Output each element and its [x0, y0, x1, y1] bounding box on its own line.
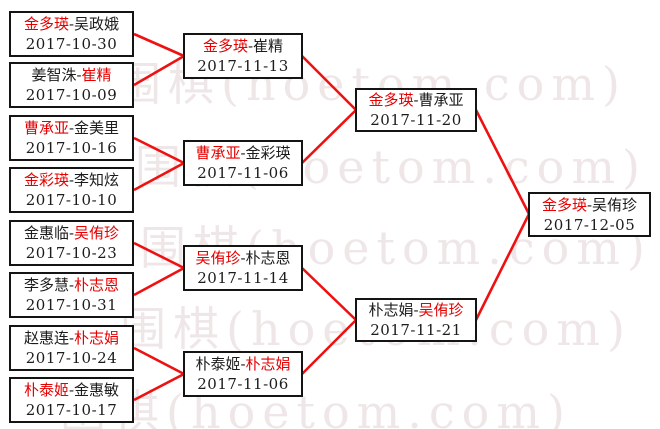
match-box-round1-1: 金多瑛-吴政娥 2017-10-30 [9, 11, 134, 57]
name-separator: - [247, 37, 254, 55]
match-players: 朴泰姬-朴志娟 [195, 354, 290, 374]
match-date: 2017-11-20 [370, 111, 462, 129]
match-date: 2017-11-14 [197, 269, 289, 287]
match-box-round2-2: 曹承亚-金彩瑛 2017-11-06 [183, 140, 303, 186]
name-separator: - [413, 91, 419, 109]
match-date: 2017-11-06 [197, 375, 289, 393]
match-players: 姜智洙-崔精 [31, 65, 111, 85]
name-separator: - [240, 355, 246, 373]
player-name: 朴志恩 [245, 249, 291, 267]
match-players: 金彩瑛-李知炫 [24, 170, 119, 190]
player-name: 朴志娟 [368, 301, 414, 319]
match-players: 金惠临-吴侑珍 [24, 223, 119, 243]
match-box-semifinal-2: 朴志娟-吴侑珍 2017-11-21 [355, 298, 477, 342]
match-box-round2-4: 朴泰姬-朴志娟 2017-11-06 [183, 351, 303, 397]
match-players: 李多慧-朴志恩 [24, 275, 119, 295]
player-name: 曹承亚 [418, 91, 464, 109]
name-separator: - [240, 144, 246, 162]
name-separator: - [68, 15, 75, 33]
name-separator: - [68, 171, 75, 189]
name-separator: - [586, 195, 593, 214]
player-name: 金惠敏 [74, 381, 120, 399]
player-name: 崔精 [81, 66, 112, 84]
player-name: 金多瑛 [202, 37, 248, 55]
watermark-text: 围棋(hoetom.com) [60, 385, 572, 429]
match-date: 2017-10-10 [25, 191, 118, 209]
match-box-round1-6: 李多慧-朴志恩 2017-10-31 [9, 272, 134, 318]
match-date: 2017-10-09 [25, 86, 118, 104]
player-name: 朴泰姬 [23, 381, 69, 399]
player-name: 吴侑珍 [195, 249, 241, 267]
match-box-semifinal-1: 金多瑛-曹承亚 2017-11-20 [355, 88, 477, 132]
match-players: 曹承亚-金彩瑛 [195, 143, 290, 163]
player-name: 金彩瑛 [23, 171, 69, 189]
name-separator: - [76, 66, 82, 84]
match-players: 金多瑛-吴侑珍 [542, 195, 637, 215]
match-date: 2017-10-23 [25, 244, 118, 262]
player-name: 曹承亚 [23, 119, 69, 137]
match-players: 朴志娟-吴侑珍 [368, 300, 463, 320]
player-name: 金多瑛 [541, 195, 587, 214]
player-name: 金多瑛 [23, 15, 69, 33]
match-date: 2017-10-24 [25, 349, 118, 367]
player-name: 吴侑珍 [74, 224, 120, 242]
match-players: 曹承亚-金美里 [24, 118, 119, 138]
match-box-round1-2: 姜智洙-崔精 2017-10-09 [9, 62, 134, 108]
match-box-round1-7: 赵惠连-朴志娟 2017-10-24 [9, 325, 134, 371]
match-players: 赵惠连-朴志娟 [24, 328, 119, 348]
player-name: 吴侑珍 [592, 195, 638, 214]
match-date: 2017-10-16 [25, 139, 118, 157]
player-name: 赵惠连 [23, 329, 69, 347]
player-name: 李知炫 [74, 171, 120, 189]
match-date: 2017-11-06 [197, 164, 289, 182]
player-name: 朴志娟 [74, 329, 120, 347]
match-date: 2017-11-13 [197, 57, 289, 75]
player-name: 吴侑珍 [418, 301, 464, 319]
player-name: 李多慧 [23, 276, 69, 294]
match-players: 吴侑珍-朴志恩 [195, 248, 290, 268]
player-name: 金美里 [74, 119, 120, 137]
match-players: 金多瑛-吴政娥 [24, 14, 119, 34]
name-separator: - [240, 249, 246, 267]
player-name: 朴志娟 [245, 355, 291, 373]
match-date: 2017-10-30 [25, 35, 118, 53]
match-players: 朴泰姬-金惠敏 [24, 380, 119, 400]
name-separator: - [68, 329, 75, 347]
name-separator: - [413, 301, 419, 319]
match-date: 2017-11-21 [370, 321, 462, 339]
match-box-final: 金多瑛-吴侑珍 2017-12-05 [528, 192, 651, 237]
player-name: 金惠临 [23, 224, 69, 242]
match-box-round2-1: 金多瑛-崔精 2017-11-13 [183, 33, 303, 79]
match-players: 金多瑛-曹承亚 [368, 90, 463, 110]
name-separator: - [68, 276, 75, 294]
player-name: 吴政娥 [74, 15, 120, 33]
match-box-round2-3: 吴侑珍-朴志恩 2017-11-14 [183, 245, 303, 291]
match-box-round1-8: 朴泰姬-金惠敏 2017-10-17 [9, 377, 134, 423]
name-separator: - [68, 381, 75, 399]
match-box-round1-4: 金彩瑛-李知炫 2017-10-10 [9, 167, 134, 213]
player-name: 朴志恩 [74, 276, 120, 294]
player-name: 崔精 [253, 37, 284, 55]
match-box-round1-3: 曹承亚-金美里 2017-10-16 [9, 115, 134, 161]
player-name: 曹承亚 [195, 144, 241, 162]
player-name: 朴泰姬 [195, 355, 241, 373]
name-separator: - [68, 119, 75, 137]
match-date: 2017-12-05 [543, 215, 636, 234]
match-players: 金多瑛-崔精 [203, 36, 283, 56]
player-name: 金彩瑛 [245, 144, 291, 162]
name-separator: - [68, 224, 75, 242]
player-name: 姜智洙 [31, 66, 77, 84]
player-name: 金多瑛 [368, 91, 414, 109]
match-date: 2017-10-17 [25, 401, 118, 419]
match-date: 2017-10-31 [25, 296, 118, 314]
match-box-round1-5: 金惠临-吴侑珍 2017-10-23 [9, 220, 134, 266]
